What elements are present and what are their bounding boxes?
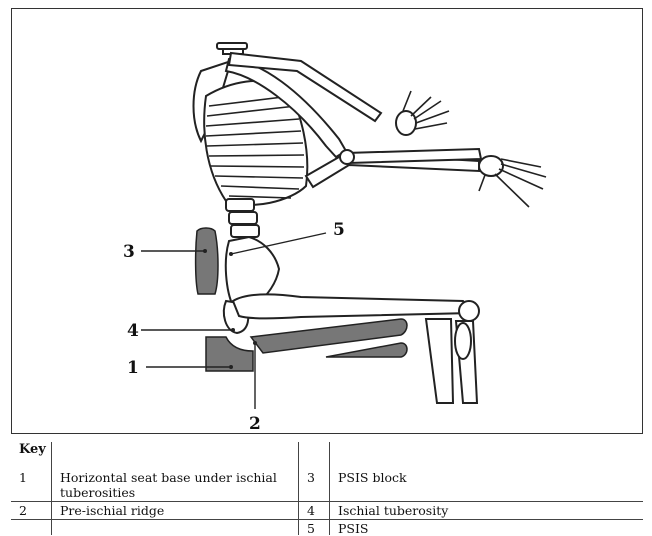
femur [233, 294, 479, 321]
key-table: Key 1 Horizontal seat base under ischial… [11, 440, 643, 535]
key-divider-3 [329, 442, 330, 535]
key-row-rule-2 [11, 519, 643, 520]
leader-dot-5 [229, 252, 233, 256]
key-row3-right-num: 5 [307, 521, 315, 536]
forearm-forward [306, 149, 481, 187]
key-divider-1 [51, 442, 52, 535]
key-row1-left-text: Horizontal seat base under ischial tuber… [60, 470, 290, 500]
key-row2-left-num: 2 [19, 503, 27, 518]
psis-block [196, 228, 218, 294]
key-row2-right-num: 4 [307, 503, 315, 518]
key-row1-right-text: PSIS block [338, 470, 407, 485]
key-row2-left-text: Pre-ischial ridge [60, 503, 164, 518]
key-title: Key [19, 442, 46, 457]
key-row1-right-num: 3 [307, 470, 315, 485]
spine [226, 199, 259, 237]
leader-dot-1 [229, 365, 233, 369]
skeleton-seating-diagram: 1 2 3 4 5 [12, 9, 644, 435]
leader-dot-2 [253, 341, 257, 345]
figure-frame: 1 2 3 4 5 [11, 8, 643, 434]
key-row-rule-1 [11, 501, 643, 502]
leader-dot-3 [203, 249, 207, 253]
key-divider-2 [298, 442, 299, 535]
leader-dot-4 [231, 328, 235, 332]
key-row3-right-text: PSIS [338, 521, 368, 536]
seat-front-pad [326, 343, 407, 357]
callout-1: 1 [127, 358, 139, 378]
key-row1-left-num: 1 [19, 470, 27, 485]
callout-4: 4 [127, 321, 139, 341]
callout-2: 2 [249, 414, 261, 434]
lower-leg [426, 319, 477, 403]
hand-forward [479, 156, 546, 207]
hand-upper [396, 91, 449, 135]
callout-5: 5 [333, 220, 345, 240]
key-row2-right-text: Ischial tuberosity [338, 503, 448, 518]
callout-3: 3 [123, 242, 135, 262]
